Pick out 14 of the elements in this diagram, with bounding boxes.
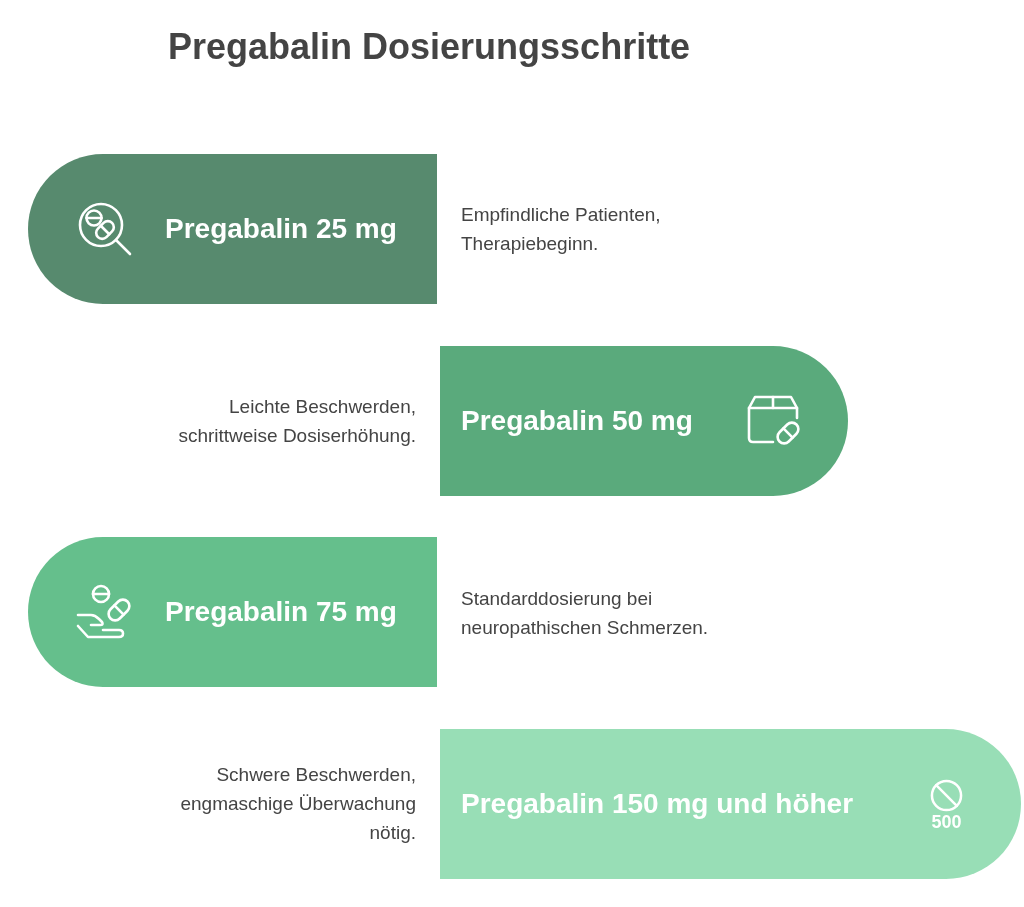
dose-step-band [28,154,437,304]
dose-step-band [440,346,848,496]
dose-heading: Pregabalin 150 mg und höher [461,787,854,821]
dose-step-band [440,729,1021,879]
title: Pregabalin Dosierungsschritte [168,25,691,69]
description-text: Schwere Beschwerden, engmaschige Überwachung nötig. [179,763,416,845]
dose-number: 500 [930,812,963,832]
dose-heading: Pregabalin 75 mg [165,595,397,629]
description-text: Standarddosierung bei neuropathischen Schmerzen. [461,587,710,640]
description-text: Leichte Beschwerden, schrittweise Dosiserhöhung. [177,395,416,448]
dose-heading: Pregabalin 50 mg [461,404,693,438]
dose-heading: Pregabalin 25 mg [165,212,397,246]
dose-step-band [28,537,437,687]
description-text: Empfindliche Patienten, Therapiebeginn. [461,203,662,256]
